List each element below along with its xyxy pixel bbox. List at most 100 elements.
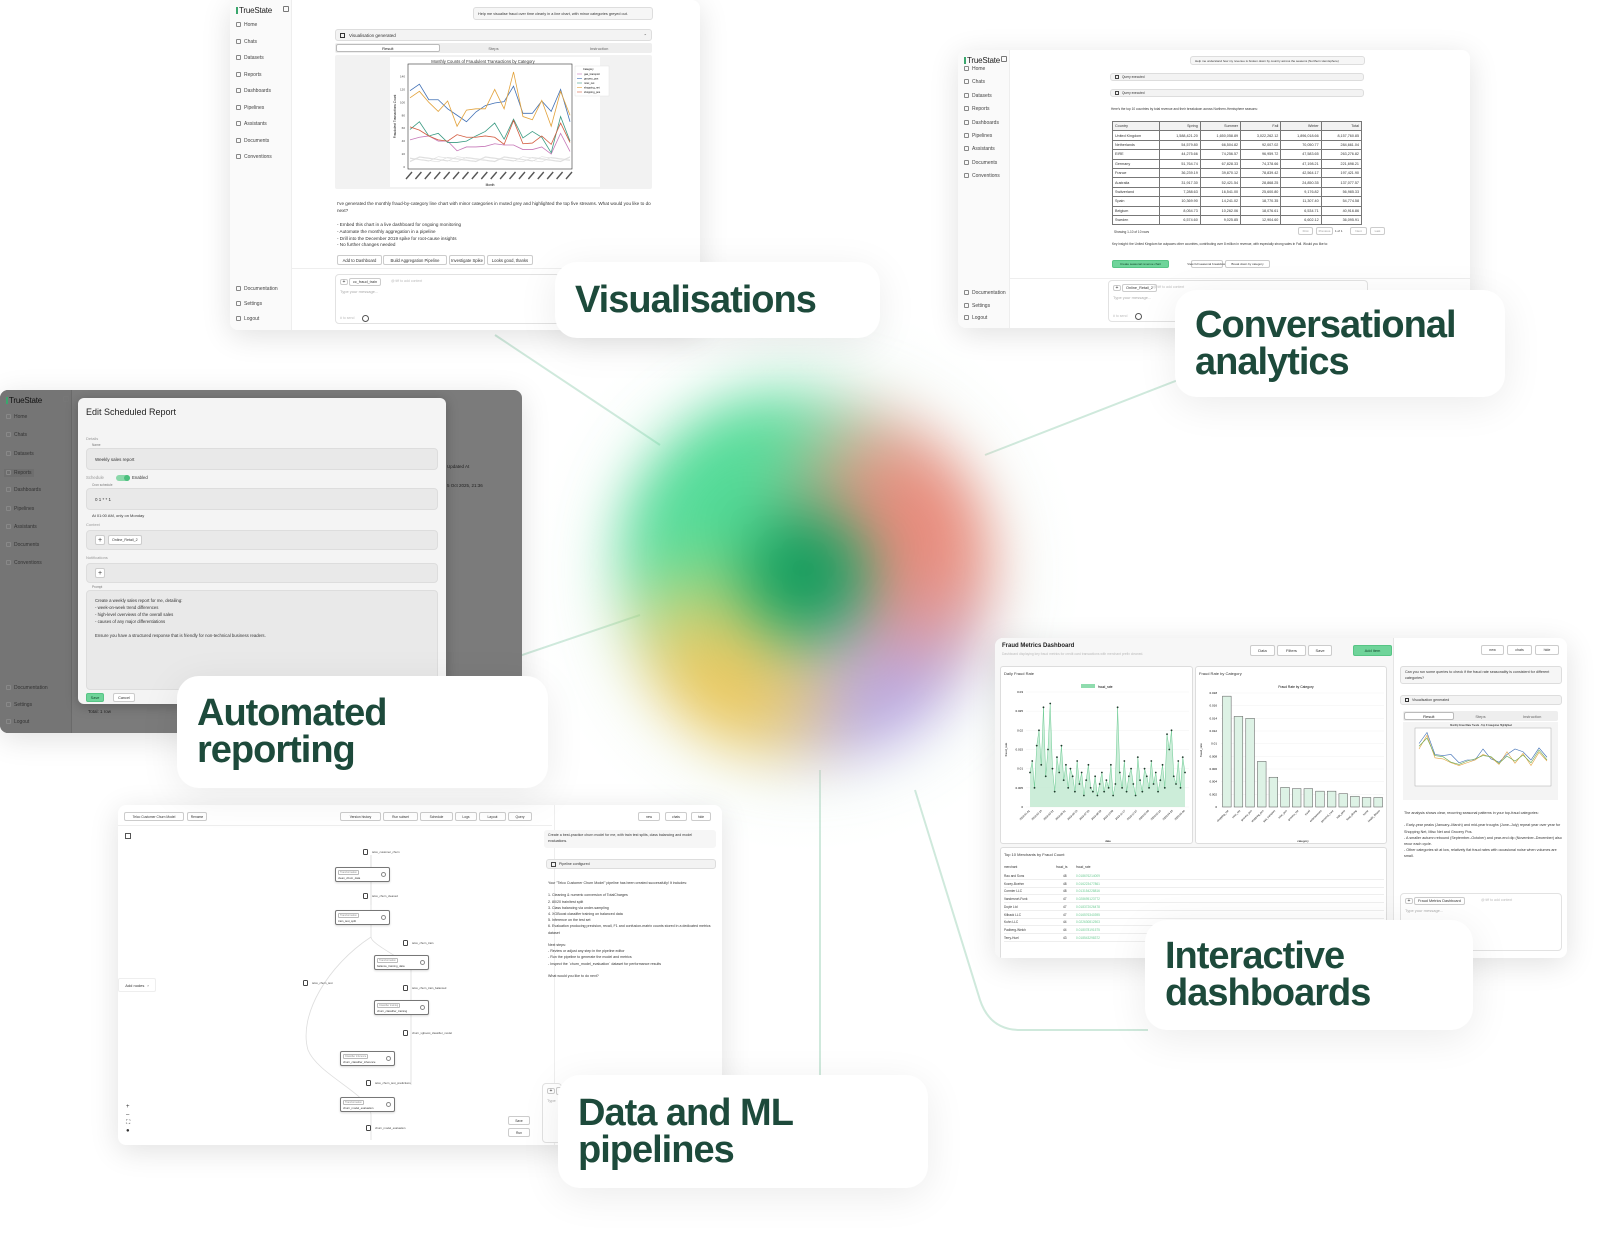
toolbar-run-subset[interactable]: Run subset [383, 812, 418, 821]
sidebar-item-pipelines[interactable]: Pipelines [6, 505, 34, 512]
dashboard-add-item-button[interactable]: Add item [1353, 645, 1392, 656]
node-settings-icon[interactable] [381, 872, 386, 877]
pipeline-name[interactable]: Telco Customer Churn Model [124, 812, 184, 821]
sidebar-item-documents[interactable]: Documents [6, 542, 39, 548]
sidebar-item-assistants[interactable]: Assistants [6, 523, 37, 530]
sidebar-item-dashboards[interactable]: Dashboards [6, 487, 41, 493]
add-context-button[interactable]: + [95, 535, 105, 545]
dataset-node[interactable]: telco_churn_test [303, 980, 333, 986]
add-context-button[interactable]: + [1405, 898, 1413, 904]
zoom-out-icon[interactable]: – [126, 1112, 130, 1118]
sidebar-item-pipelines[interactable]: Pipelines [964, 133, 992, 139]
toolbar-query[interactable]: Query [508, 812, 532, 821]
node-settings-icon[interactable] [381, 915, 386, 920]
suggestion-break-down-by-category[interactable]: Break down by category [1225, 260, 1270, 268]
sidebar-item-datasets[interactable]: Datasets [236, 55, 264, 61]
sidebar-item-reports[interactable]: Reports [236, 71, 262, 78]
toolbar-schedule[interactable]: Schedule [420, 812, 453, 821]
sidebar-item-conventions[interactable]: Conventions [6, 560, 42, 566]
run-button[interactable]: Run [508, 1128, 530, 1137]
sidebar-item-settings[interactable]: Settings [6, 702, 32, 708]
add-context-button[interactable]: + [340, 279, 348, 285]
dashboard-save-button[interactable]: Save [1308, 645, 1332, 656]
sidebar-item-conventions[interactable]: Conventions [964, 173, 1000, 179]
sidebar-item-logout[interactable]: Logout [6, 719, 29, 725]
dataset-node[interactable]: telco_churn_cleaned [363, 893, 398, 899]
save-button[interactable]: Save [508, 1116, 530, 1125]
tab-result[interactable]: Result [336, 44, 440, 52]
sidebar-item-chats[interactable]: Chats [236, 38, 257, 45]
lock-icon[interactable]: ● [126, 1128, 130, 1134]
cancel-button[interactable]: Cancel [113, 693, 135, 702]
zoom-in-icon[interactable]: + [126, 1104, 130, 1110]
dataset-node[interactable]: churn_model_evaluation [366, 1125, 405, 1131]
pagination-last[interactable]: Last [1370, 227, 1385, 235]
context-chip[interactable]: Online_Retail_2 [1122, 284, 1158, 292]
suggestion-build-aggregation-pipeline[interactable]: Build Aggregation Pipeline [383, 255, 447, 265]
dataset-node[interactable]: churn_xgboost_classifier_model [403, 1030, 452, 1036]
sidebar-item-documentation[interactable]: Documentation [964, 290, 1006, 296]
suggestion-create-seasonal-revenue-chart[interactable]: Create seasonal revenue chart [1112, 260, 1169, 268]
rename-button[interactable]: Rename [187, 812, 207, 821]
dataset-node[interactable]: telco_churn_train [403, 940, 433, 946]
sidebar-item-pipelines[interactable]: Pipelines [236, 104, 264, 111]
visualisation-status[interactable]: Visualisation generated [1400, 695, 1562, 705]
sidebar-item-home[interactable]: Home [236, 22, 257, 28]
tab-steps[interactable]: Steps [1475, 713, 1486, 719]
send-icon[interactable] [362, 315, 369, 322]
sidebar-item-assistants[interactable]: Assistants [964, 146, 995, 152]
pagination-first[interactable]: First [1298, 227, 1313, 235]
pipeline-status[interactable]: Pipeline configured [546, 859, 716, 869]
sidebar-item-chats[interactable]: Chats [964, 79, 985, 85]
sidebar-item-documentation[interactable]: Documentation [6, 685, 48, 691]
tab-result[interactable]: Result [1404, 712, 1454, 720]
cron-input[interactable]: 0 1 * * 1 [86, 488, 438, 510]
sidebar-toggle-icon[interactable] [1001, 56, 1007, 62]
dashboard-filters-button[interactable]: Filters [1277, 645, 1306, 656]
context-chip[interactable]: Fraud Metrics Dashboard [1414, 897, 1465, 905]
sidebar-item-settings[interactable]: Settings [964, 302, 990, 309]
dataset-node[interactable]: telco_churn_train_balanced [403, 985, 446, 991]
suggestion-view-full-seasonal-breakdown[interactable]: View full seasonal breakdown [1187, 260, 1227, 268]
schedule-toggle[interactable] [116, 475, 130, 481]
toolbar-logs[interactable]: Logs [455, 812, 477, 821]
sidebar-item-documents[interactable]: Documents [964, 159, 997, 166]
chat-new-button[interactable]: new [1481, 645, 1504, 655]
sidebar-item-assistants[interactable]: Assistants [236, 121, 267, 127]
suggestion-add-to-dashboard[interactable]: Add to Dashboard [337, 255, 382, 265]
add-nodes-button[interactable]: Add nodes› [118, 978, 156, 992]
dataset-node[interactable]: telco_customer_churn [363, 849, 400, 855]
sidebar-item-datasets[interactable]: Datasets [6, 450, 34, 457]
sidebar-item-documents[interactable]: Documents [236, 137, 269, 144]
node-settings-icon[interactable] [386, 1102, 391, 1107]
sidebar-item-home[interactable]: Home [6, 414, 27, 420]
node-settings-icon[interactable] [420, 960, 425, 965]
sidebar-item-dashboards[interactable]: Dashboards [236, 88, 271, 94]
sidebar-item-logout[interactable]: Logout [236, 316, 259, 322]
send-icon[interactable] [1135, 313, 1142, 320]
dataset-node[interactable]: telco_churn_test_predictions [366, 1080, 411, 1086]
node-settings-icon[interactable] [386, 1056, 391, 1061]
name-input[interactable]: Weekly sales report [86, 448, 438, 470]
fit-view-icon[interactable]: ⛶ [126, 1120, 131, 1126]
sidebar-item-reports[interactable]: Reports [964, 106, 990, 112]
sidebar-item-documentation[interactable]: Documentation [236, 286, 278, 292]
add-context-button[interactable]: + [1113, 285, 1121, 291]
chat-hide-button[interactable]: hide [1535, 645, 1559, 655]
query-step[interactable]: Query executed [1110, 89, 1364, 97]
sidebar-item-logout[interactable]: Logout [964, 315, 987, 321]
sidebar-item-dashboards[interactable]: Dashboards [964, 119, 999, 126]
prompt-textarea[interactable]: Create a weekly sales report for me, det… [86, 590, 438, 690]
sidebar-item-home[interactable]: Home [964, 66, 985, 72]
chat-chats-button[interactable]: chats [1507, 645, 1532, 655]
context-chip[interactable]: Online_Retail_2 [108, 535, 142, 545]
sidebar-item-settings[interactable]: Settings [236, 301, 262, 307]
toolbar-layout[interactable]: Layout [479, 812, 506, 821]
chat-new-button[interactable]: new [638, 812, 660, 821]
